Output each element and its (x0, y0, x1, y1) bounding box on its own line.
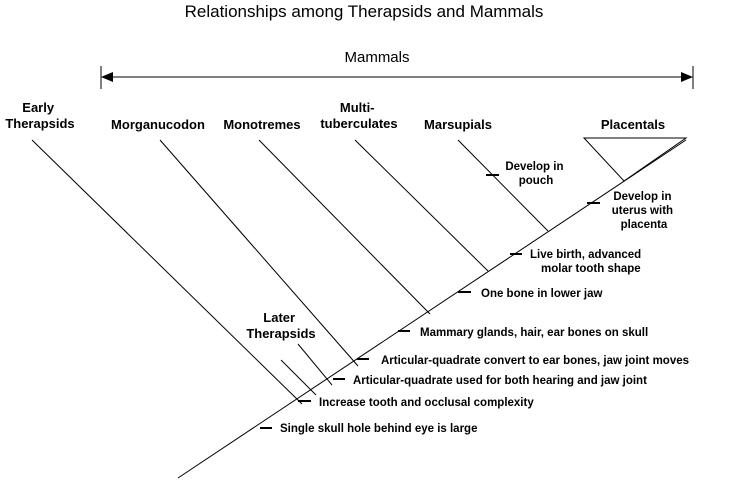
trait-uterus: Develop in uterus with placenta (612, 191, 677, 231)
trait-artic-quadrate-both: Articular-quadrate used for both hearing… (353, 375, 647, 387)
taxon-multituberculates: Multi- tuberculates (320, 100, 397, 131)
trait-one-bone: One bone in lower jaw (481, 288, 602, 300)
trait-live-birth: Live birth, advanced molar tooth shape (530, 249, 644, 275)
branches (31, 137, 688, 405)
bracket-left-arrow (101, 72, 113, 82)
trait-pouch: Develop in pouch (505, 161, 566, 187)
taxon-morganucodon: Morganucodon (111, 117, 205, 132)
trait-skull-hole: Single skull hole behind eye is large (280, 423, 477, 435)
trait-artic-quadrate-convert: Articular-quadrate convert to ear bones,… (381, 355, 689, 367)
main-trunk-line (177, 139, 687, 479)
trait-mammary: Mammary glands, hair, ear bones on skull (420, 327, 648, 339)
taxon-early-therapsids: Early Therapsids (5, 100, 74, 131)
mammals-label: Mammals (344, 49, 409, 66)
mammals-bracket: Mammals (100, 49, 694, 89)
branch-later-therapsid-1 (280, 359, 317, 396)
trait-labels: Single skull hole behind eye is large In… (280, 161, 689, 435)
branch-monotremes (258, 139, 431, 315)
trait-ticks (260, 174, 600, 429)
taxon-monotremes: Monotremes (223, 117, 300, 132)
figure-title: Relationships among Therapsids and Mamma… (185, 2, 544, 21)
placentals-triangle (582, 137, 688, 182)
taxon-labels: Early Therapsids Later Therapsids Morgan… (5, 100, 665, 341)
taxon-later-therapsids: Later Therapsids (246, 310, 315, 341)
branch-marsupials (457, 139, 549, 232)
branch-multituberculates (354, 139, 489, 272)
taxon-marsupials: Marsupials (424, 117, 492, 132)
branch-later-therapsid-2 (297, 343, 333, 386)
taxon-placentals: Placentals (601, 117, 665, 132)
branch-early-therapsids (31, 139, 303, 405)
trait-tooth-complexity: Increase tooth and occlusal complexity (319, 397, 534, 409)
bracket-right-arrow (681, 72, 693, 82)
branch-morganucodon (159, 139, 359, 367)
